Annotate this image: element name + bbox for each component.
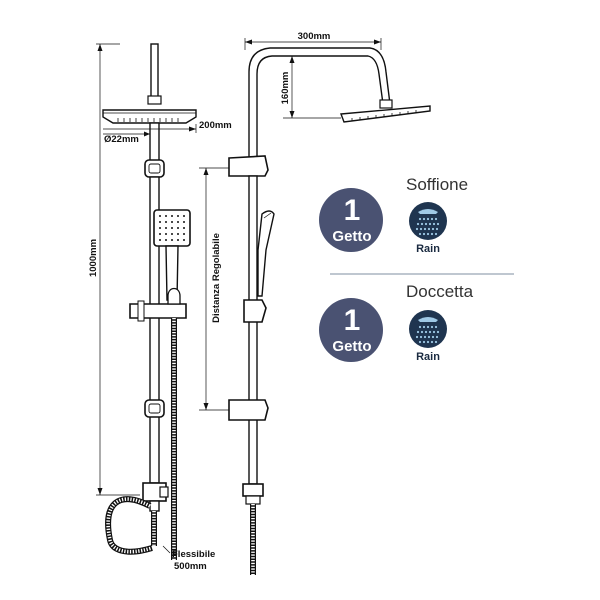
front-view: 1000mm 200mm Ø22mm Flessibile 500mm [88,43,232,572]
badge-soffione [319,188,383,252]
side-view: 300mm 160mm Distanza Regolabile [199,31,431,575]
section-title-doccetta: Doccetta [406,282,474,301]
upper-wall-bracket-side [228,155,269,177]
hose-length: 500mm [174,561,207,572]
spray-info-panel: Soffione 1 Getto Rain Doccetta 1 Getto [319,175,514,363]
dim-column-height: 1000mm [88,239,99,277]
main-column-side [248,175,258,485]
shower-head-front [102,109,197,124]
badge-word-soffione: Getto [332,228,371,245]
hose-label: Flessibile [172,549,215,560]
lower-wall-bracket-side [228,399,269,421]
badge-number-soffione: 1 [344,194,361,227]
rain-spray-icon [409,310,447,348]
hand-shower-side [257,210,275,297]
dim-arm-drop: 160mm [280,72,291,105]
dim-head-width: 200mm [199,120,232,131]
badge-word-doccetta: Getto [332,338,371,355]
rain-spray-icon [409,202,447,240]
sliding-holder-side [243,299,267,323]
badge-doccetta [319,298,383,362]
dim-arm-width: 300mm [298,31,331,42]
section-title-soffione: Soffione [406,175,468,194]
icon-label-doccetta: Rain [416,351,440,363]
dim-pipe-diameter: Ø22mm [104,134,139,145]
shower-head-side [340,105,431,123]
dim-adjustable-range: Distanza Regolabile [211,233,222,323]
diverter-side [242,483,264,497]
badge-number-doccetta: 1 [344,304,361,337]
icon-label-soffione: Rain [416,243,440,255]
